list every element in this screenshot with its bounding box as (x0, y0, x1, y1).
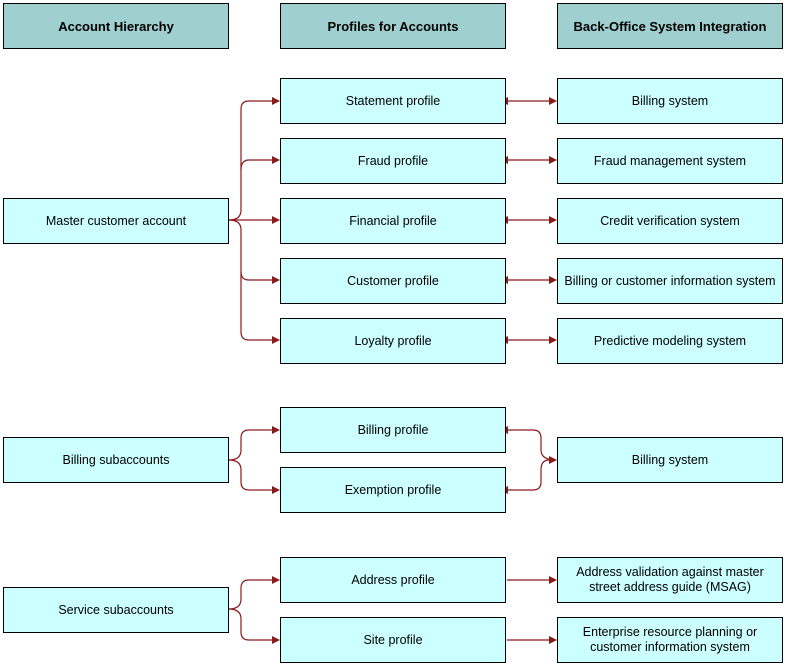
connector-billingsub-exemption (228, 459, 280, 494)
connector-billingsub-billing (228, 426, 280, 461)
statement-profile-box: Statement profile (280, 78, 506, 124)
credit-verification-system-box: Credit verification system (557, 198, 783, 244)
header-profiles-for-accounts: Profiles for Accounts (280, 3, 506, 49)
billing-system-2-box: Billing system (557, 437, 783, 483)
billing-system-box: Billing system (557, 78, 783, 124)
connector-master-loyalty (240, 272, 280, 344)
connector-master-statement (228, 97, 280, 221)
predictive-modeling-system-box: Predictive modeling system (557, 318, 783, 364)
connector-billing-billingsys (500, 426, 557, 464)
connector-exemption-billingsys (500, 459, 550, 494)
address-profile-box: Address profile (280, 557, 506, 603)
connector-servicesub-address (228, 576, 280, 610)
header-account-hierarchy: Account Hierarchy (3, 3, 229, 49)
connector-master-customer (228, 219, 280, 284)
billing-or-cis-box: Billing or customer information system (557, 258, 783, 304)
service-subaccounts-box: Service subaccounts (3, 587, 229, 633)
customer-profile-box: Customer profile (280, 258, 506, 304)
msag-validation-box: Address validation against master street… (557, 557, 783, 603)
connector-master-fraud (240, 156, 280, 171)
financial-profile-box: Financial profile (280, 198, 506, 244)
exemption-profile-box: Exemption profile (280, 467, 506, 513)
fraud-management-system-box: Fraud management system (557, 138, 783, 184)
billing-profile-box: Billing profile (280, 407, 506, 453)
fraud-profile-box: Fraud profile (280, 138, 506, 184)
erp-or-cis-box: Enterprise resource planning or customer… (557, 617, 783, 663)
billing-subaccounts-box: Billing subaccounts (3, 437, 229, 483)
header-back-office-integration: Back-Office System Integration (557, 3, 783, 49)
site-profile-box: Site profile (280, 617, 506, 663)
loyalty-profile-box: Loyalty profile (280, 318, 506, 364)
master-customer-account-box: Master customer account (3, 198, 229, 244)
connector-servicesub-site (228, 608, 280, 644)
